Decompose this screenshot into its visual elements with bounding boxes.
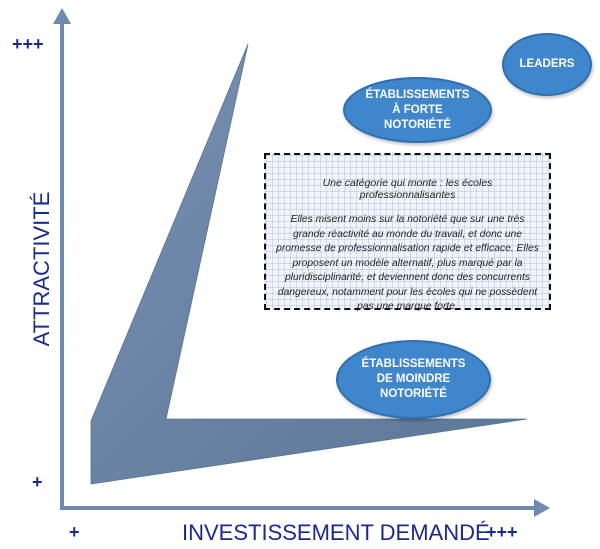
y-axis-arrowhead	[53, 8, 71, 24]
x-axis-low-label: +	[69, 522, 80, 542]
l-shaped-wedge	[90, 43, 528, 485]
bubble-moindre-notoriete: ÉTABLISSEMENTS DE MOINDRE NOTORIÉTÉ	[336, 340, 491, 419]
x-axis-arrowhead	[534, 499, 550, 517]
bubble-forte-notoriete: ÉTABLISSEMENTS À FORTE NOTORIÉTÉ	[343, 77, 492, 143]
note-body: Elles misent moins sur la notoriété que …	[276, 214, 539, 312]
y-axis-low-label: +	[32, 472, 43, 492]
y-axis-title: ATTRACTIVITÉ	[29, 191, 54, 347]
x-axis-title: INVESTISSEMENT DEMANDÉ	[182, 520, 490, 545]
x-axis-high-label: +++	[486, 522, 518, 542]
bubble-leaders: LEADERS	[502, 33, 592, 96]
note-box: Une catégorie qui monte : les écoles pro…	[264, 153, 551, 312]
y-axis-high-label: +++	[12, 34, 44, 54]
note-title: Une catégorie qui monte : les écoles pro…	[322, 177, 493, 201]
